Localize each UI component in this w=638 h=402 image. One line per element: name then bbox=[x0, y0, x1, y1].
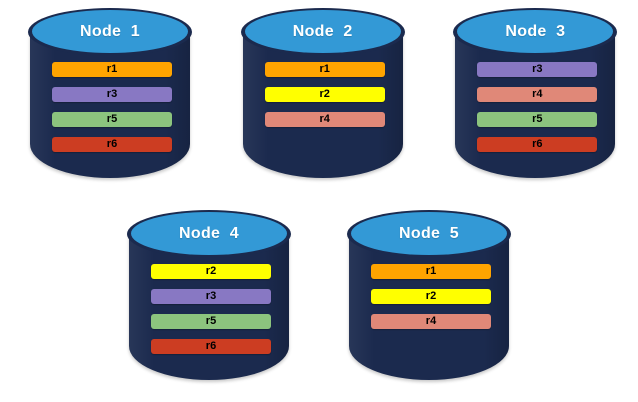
shard-bar-r4[interactable]: r4 bbox=[264, 112, 385, 127]
database-node-node-4[interactable]: r2 r3 r5 r6 Node 4 bbox=[121, 208, 297, 394]
shard-bar-r6[interactable]: r6 bbox=[52, 137, 172, 152]
node-title-label: Node 1 bbox=[80, 22, 140, 40]
shard-bar-r6[interactable]: r6 bbox=[151, 339, 271, 354]
shard-stack: r2 r3 r5 r6 bbox=[151, 264, 271, 354]
shard-bar-r5[interactable]: r5 bbox=[477, 112, 598, 127]
shard-bar-r5[interactable]: r5 bbox=[52, 112, 172, 127]
node-row-bottom: r2 r3 r5 r6 Node 4 r1 r2 r4 Node 5 bbox=[0, 208, 638, 394]
cylinder-top-ellipse bbox=[244, 10, 401, 53]
shard-bar-r2[interactable]: r2 bbox=[371, 289, 491, 304]
shard-bar-r6[interactable]: r6 bbox=[477, 137, 598, 152]
database-node-node-1[interactable]: r1 r3 r5 r6 Node 1 bbox=[22, 6, 192, 192]
node-title-label: Node 5 bbox=[399, 224, 459, 242]
database-node-node-2[interactable]: r1 r2 r4 Node 2 bbox=[235, 6, 405, 192]
cylinder-top-ellipse bbox=[131, 212, 287, 255]
node-title-label: Node 3 bbox=[505, 22, 566, 40]
node-row-top: r1 r3 r5 r6 Node 1 r1 r2 r4 Node 2 r3 r4 r5 r6 Node 3 bbox=[0, 6, 638, 192]
node-title-label: Node 2 bbox=[292, 22, 353, 40]
database-node-node-5[interactable]: r1 r2 r4 Node 5 bbox=[341, 208, 517, 394]
shard-bar-r2[interactable]: r2 bbox=[151, 264, 271, 279]
cylinder-top-ellipse bbox=[32, 10, 188, 53]
shard-bar-r1[interactable]: r1 bbox=[264, 62, 385, 77]
shard-bar-r1[interactable]: r1 bbox=[371, 264, 491, 279]
shard-bar-r4[interactable]: r4 bbox=[371, 314, 491, 329]
database-node-node-3[interactable]: r3 r4 r5 r6 Node 3 bbox=[447, 6, 618, 192]
shard-bar-r3[interactable]: r3 bbox=[151, 289, 271, 304]
shard-stack: r1 r2 r4 bbox=[371, 264, 491, 329]
shard-bar-r3[interactable]: r3 bbox=[477, 62, 598, 77]
cylinder-top-ellipse bbox=[351, 212, 507, 255]
shard-bar-r5[interactable]: r5 bbox=[151, 314, 271, 329]
shard-bar-r2[interactable]: r2 bbox=[264, 87, 385, 102]
node-title-label: Node 4 bbox=[179, 224, 239, 242]
shard-stack: r1 r3 r5 r6 bbox=[52, 62, 172, 152]
shard-stack: r1 r2 r4 bbox=[264, 62, 385, 127]
shard-bar-r4[interactable]: r4 bbox=[477, 87, 598, 102]
shard-bar-r3[interactable]: r3 bbox=[52, 87, 172, 102]
shard-bar-r1[interactable]: r1 bbox=[52, 62, 172, 77]
cylinder-top-ellipse bbox=[457, 10, 614, 53]
shard-stack: r3 r4 r5 r6 bbox=[477, 62, 598, 152]
